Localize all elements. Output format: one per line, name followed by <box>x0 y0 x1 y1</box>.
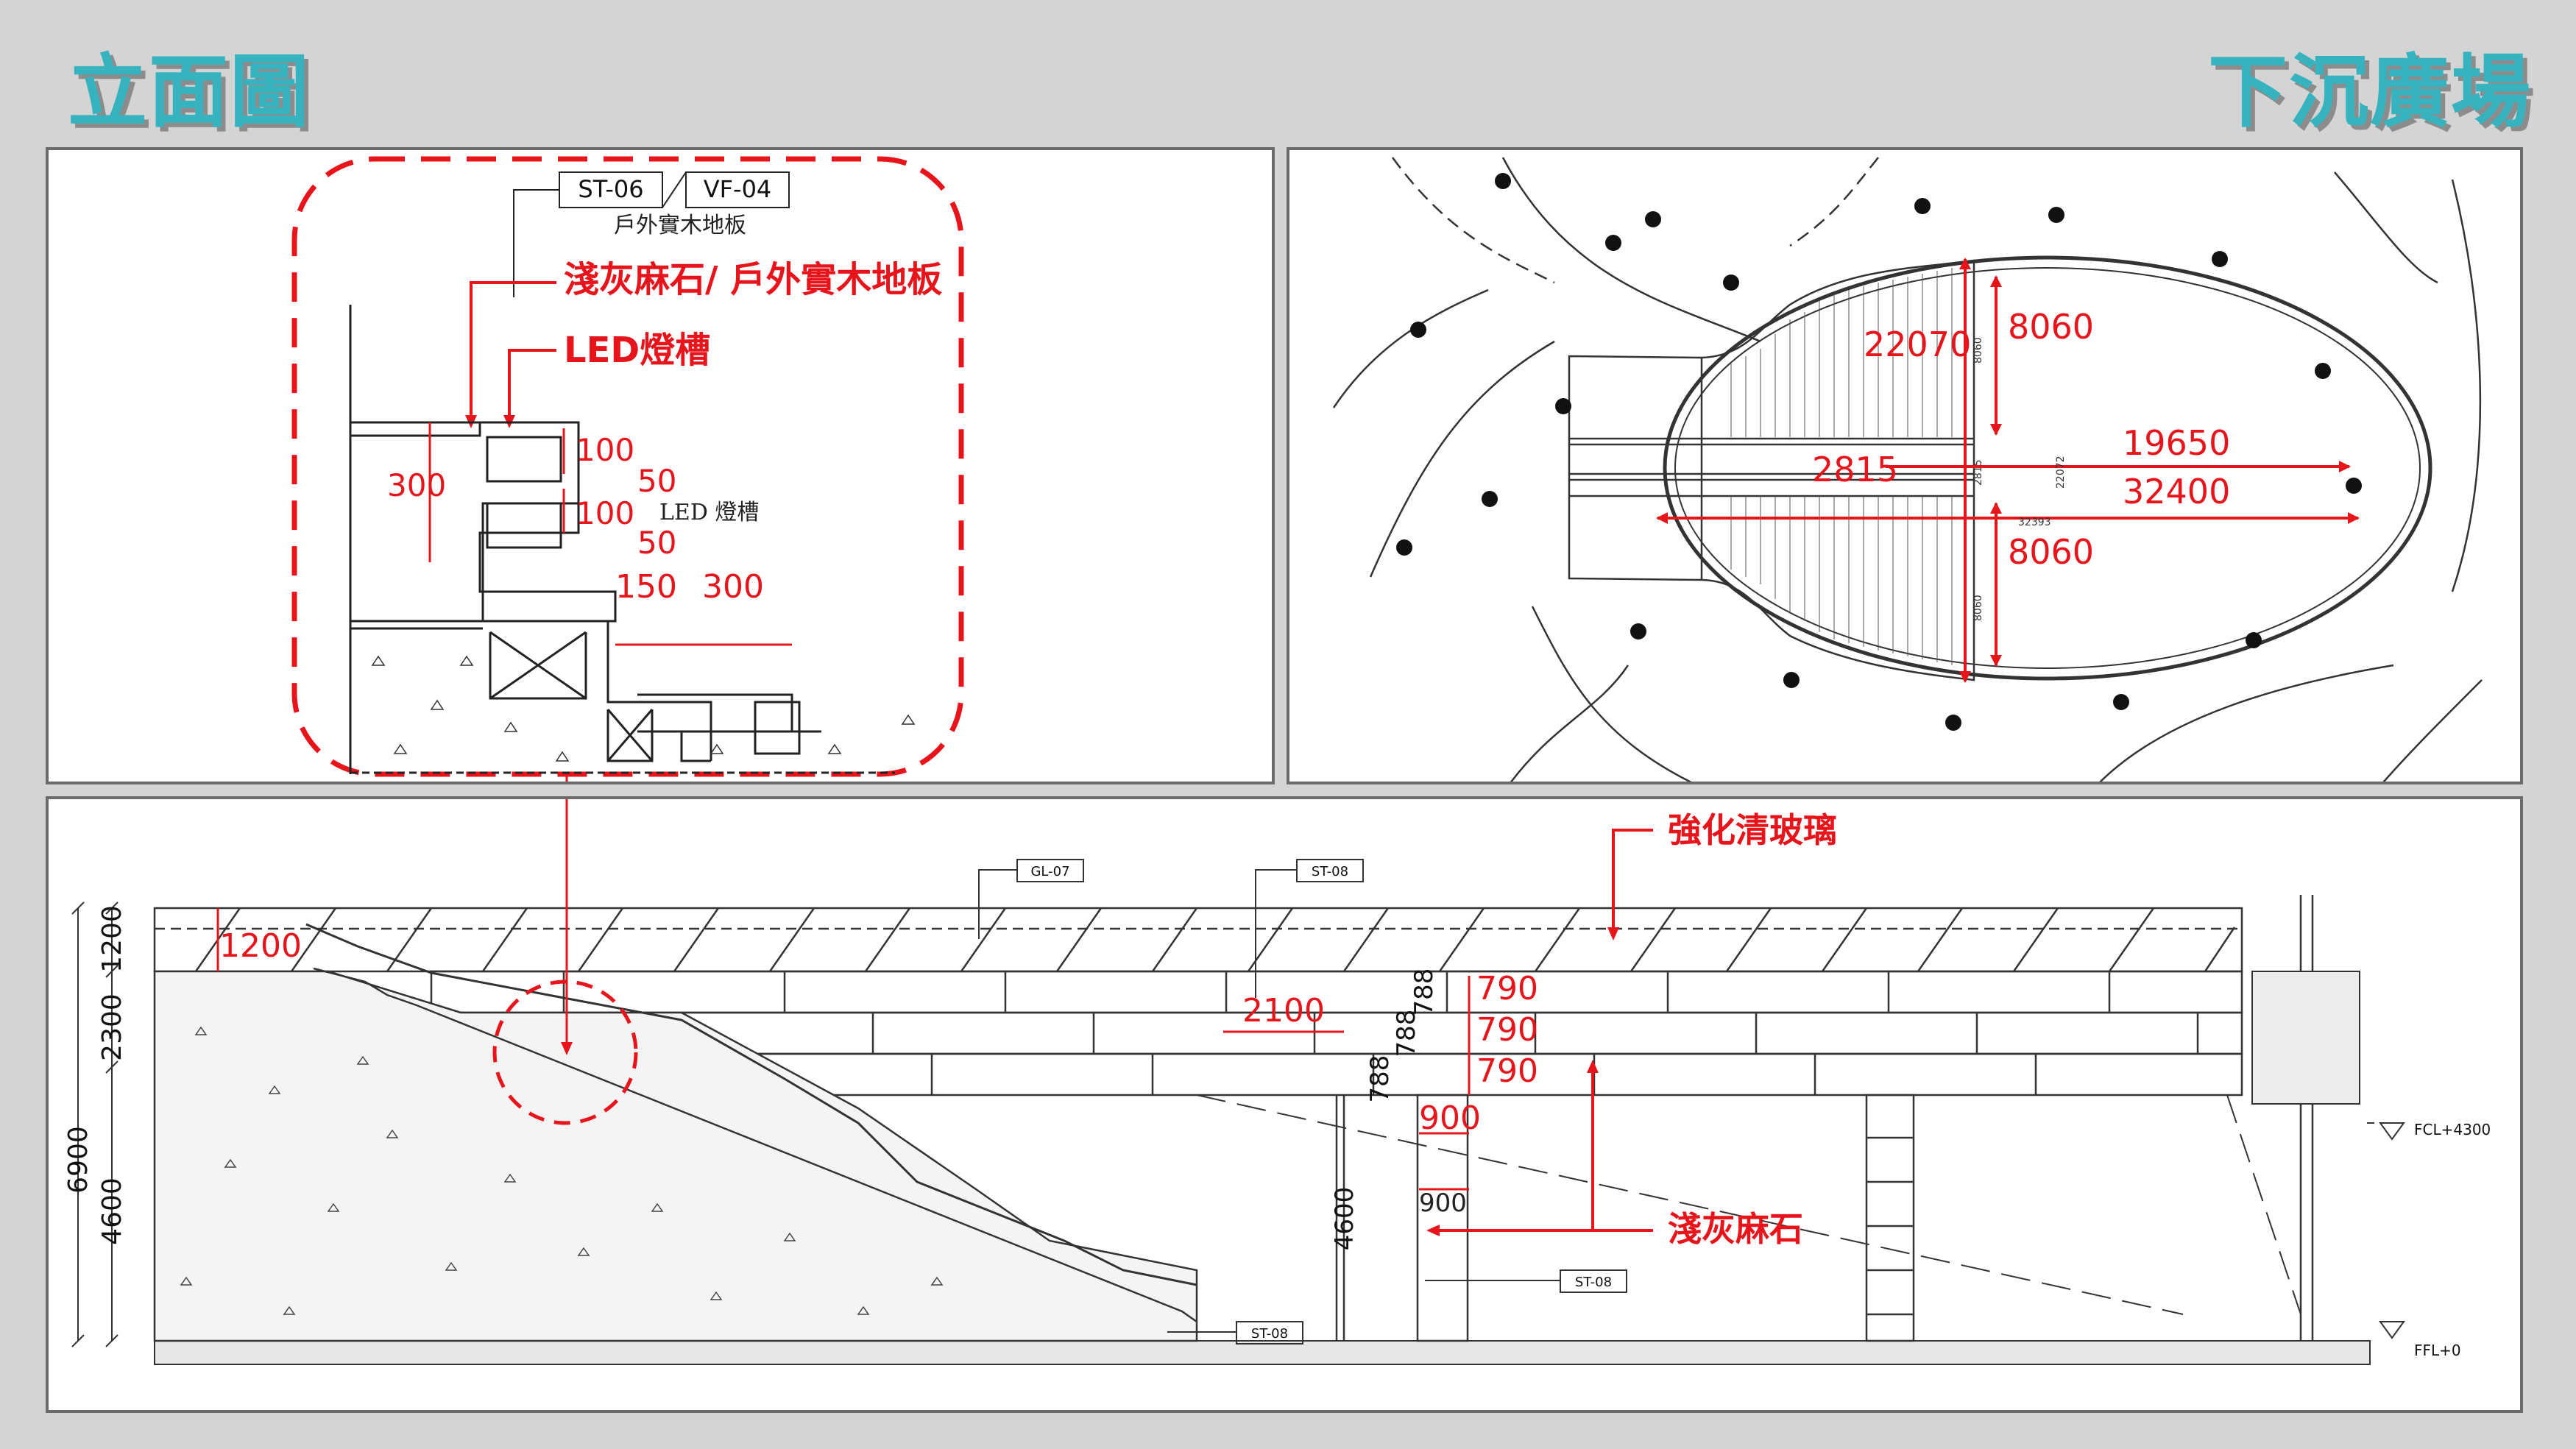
detail-drawing: ST-06 VF-04 戶外實木地板 淺灰麻石/ 戶外實木地板 LED燈槽 <box>291 156 964 782</box>
plan-dim-lines <box>1657 259 2358 681</box>
elevation-tag-boxes <box>978 859 1627 1345</box>
dim-900-red: 900 <box>1419 1099 1481 1137</box>
dim-left-6900: 6900 <box>63 1126 93 1194</box>
detail-dim-lines <box>428 422 792 646</box>
ground-slab <box>154 1340 2371 1365</box>
dim-788-b: 788 <box>1392 1010 1421 1057</box>
plan-dim-8060-bottom: 8060 <box>2008 532 2094 572</box>
page-title-left: 立面圖 <box>68 46 311 138</box>
elevation-dim-lines <box>216 908 1471 1191</box>
tag-st06: ST-06 <box>578 175 643 203</box>
plan-small-dim-2815: 2815 <box>1972 459 1984 486</box>
plan-small-dim-8060-bottom: 8060 <box>1972 595 1984 621</box>
plan-dim-arrows <box>1656 258 2360 683</box>
plan-small-dim-32393: 32393 <box>2018 517 2051 528</box>
dim-790-b: 790 <box>1476 1011 1538 1049</box>
plan-dim-22070: 22070 <box>1864 325 1971 364</box>
tag-caption: 戶外實木地板 <box>614 213 746 238</box>
tag-gl07: GL-07 <box>1030 864 1069 879</box>
dim-790-c: 790 <box>1476 1052 1538 1090</box>
plan-dim-8060-top: 8060 <box>2008 307 2094 347</box>
page-title-right: 下沉廣場 <box>2207 46 2532 138</box>
tag-vf04: VF-04 <box>704 175 772 203</box>
callout-floor-material: 淺灰麻石/ 戶外實木地板 <box>564 259 942 300</box>
detail-reference-circle <box>492 979 638 1125</box>
level-ffl-0: FFL+0 <box>2414 1342 2461 1359</box>
plan-dim-19650: 19650 <box>2123 423 2230 463</box>
tag-st08-top: ST-08 <box>1312 864 1348 879</box>
plan-drawing: 8060 22070 19650 2815 32400 8060 8060 28… <box>1332 157 2483 782</box>
plan-stair-hatching <box>1730 268 1953 665</box>
dim-790-a: 790 <box>1476 970 1538 1007</box>
dim-left-1200: 1200 <box>97 905 127 973</box>
right-wall-section <box>2251 971 2360 1105</box>
dim-100-a: 100 <box>576 432 634 468</box>
step-section-linework <box>349 305 895 774</box>
tag-st08-bottom: ST-08 <box>1251 1326 1288 1342</box>
callout-tempered-glass: 強化清玻璃 <box>1668 810 1837 850</box>
plan-dim-2815: 2815 <box>1812 450 1898 489</box>
dim-mid-4600: 4600 <box>1330 1187 1359 1251</box>
left-dim-chain <box>71 901 118 1347</box>
dim-900-black: 900 <box>1419 1188 1467 1218</box>
plan-linework <box>1332 157 2483 782</box>
dim-50-a: 50 <box>637 463 676 499</box>
detail-callout-frame <box>291 156 964 777</box>
dim-1200-red: 1200 <box>219 927 302 965</box>
stair-steps <box>313 967 1197 1323</box>
plan-small-dims: 8060 2815 22072 32393 8060 <box>1972 337 2067 621</box>
led-trough-label: LED 燈槽 <box>659 500 759 525</box>
callout-light-grey-granite: 淺灰麻石 <box>1668 1209 1803 1249</box>
elevation-drawing: GL-07 ST-08 ST-08 ST-08 強化清玻璃 淺灰麻石 1200 … <box>63 799 2491 1365</box>
stair-handrail <box>305 923 1197 1286</box>
elevation-panel: GL-07 ST-08 ST-08 ST-08 強化清玻璃 淺灰麻石 1200 … <box>46 796 2523 1413</box>
dim-left-2300: 2300 <box>97 993 127 1061</box>
callout-led-trough: LED燈槽 <box>564 330 710 371</box>
concrete-hatch <box>371 655 916 762</box>
plan-view-panel: 8060 22070 19650 2815 32400 8060 8060 28… <box>1287 147 2523 784</box>
glass-balustrade <box>153 907 2243 973</box>
dim-50-b: 50 <box>637 525 676 561</box>
dim-100-b: 100 <box>576 495 634 531</box>
dim-788-a: 788 <box>1409 968 1439 1016</box>
dim-150: 150 <box>615 568 677 606</box>
embankment-fill <box>153 970 1198 1342</box>
dim-788-c: 788 <box>1365 1055 1395 1103</box>
tag-st08-right: ST-08 <box>1575 1275 1612 1290</box>
dim-300-horizontal: 300 <box>702 568 764 606</box>
detail-section-panel: ST-06 VF-04 戶外實木地板 淺灰麻石/ 戶外實木地板 LED燈槽 <box>46 147 1275 784</box>
plan-dim-32400: 32400 <box>2123 472 2230 511</box>
plan-small-dim-8060-top: 8060 <box>1972 337 1984 364</box>
dim-300-vertical: 300 <box>387 467 446 503</box>
dim-2100: 2100 <box>1242 992 1325 1030</box>
level-fcl-4300: FCL+4300 <box>2414 1121 2491 1138</box>
plan-small-dim-22072: 22072 <box>2055 456 2067 489</box>
embankment-hatch <box>180 1026 944 1315</box>
tag-box-vf04 <box>685 171 790 208</box>
plan-column-dots <box>1396 173 2362 731</box>
dim-left-4600: 4600 <box>97 1177 127 1245</box>
